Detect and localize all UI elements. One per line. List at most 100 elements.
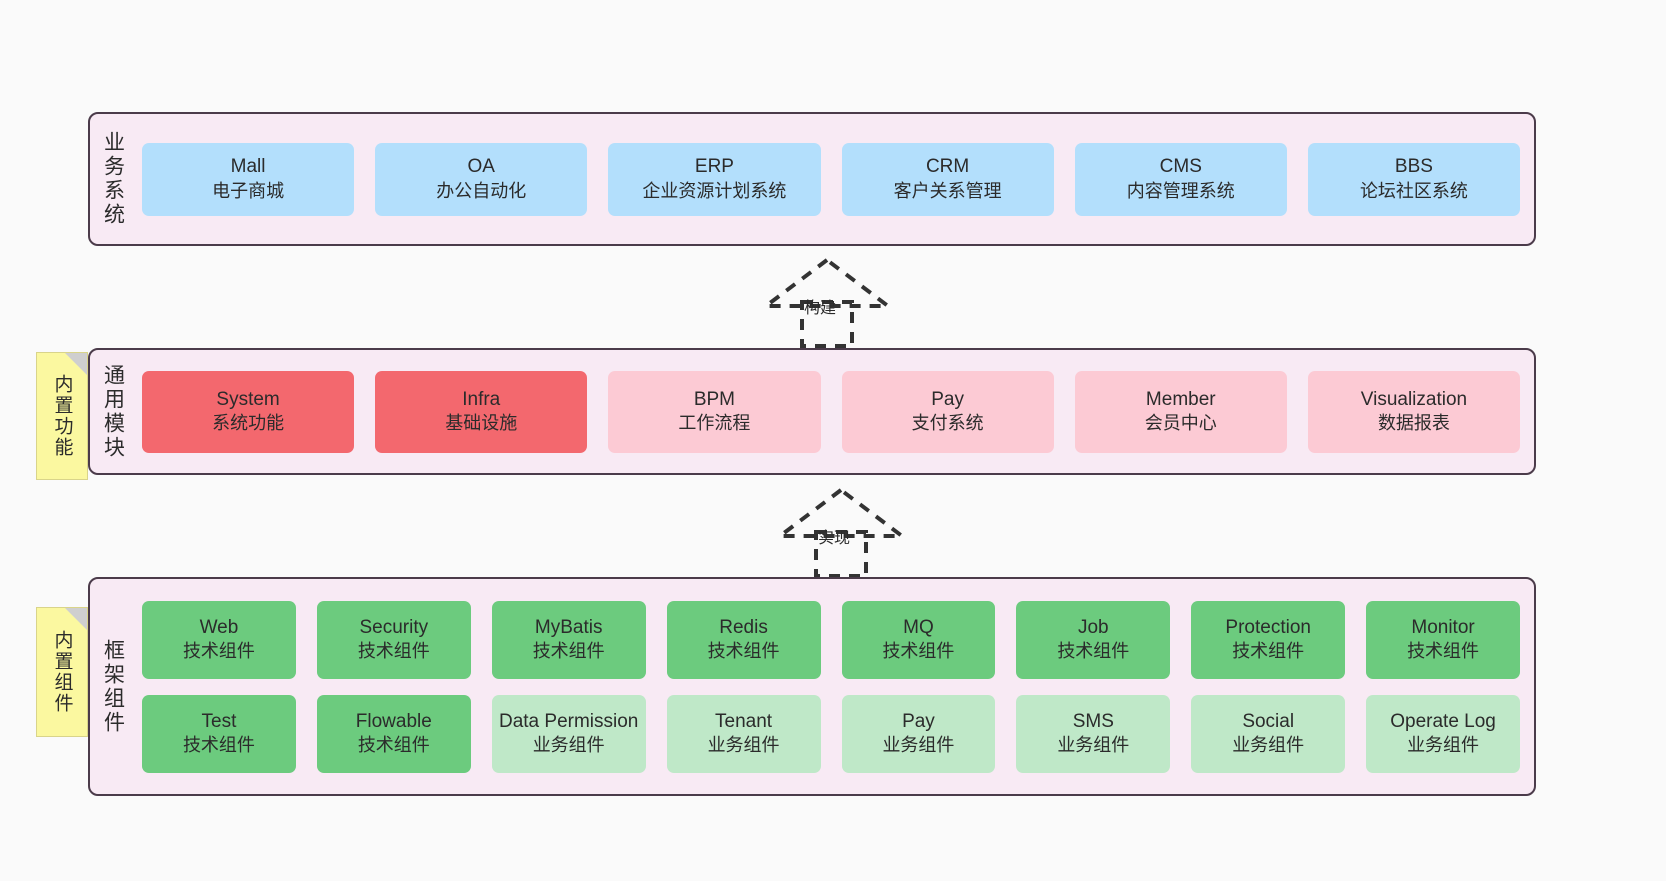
card-title: System	[216, 388, 280, 410]
card-security[interactable]: Security 技术组件	[316, 600, 471, 679]
layer-framework-components-body: Web 技术组件 Security 技术组件 MyBatis 技术组件 Redi…	[136, 579, 1534, 794]
card-subtitle: 办公自动化	[436, 180, 527, 201]
card-job[interactable]: Job 技术组件	[1016, 600, 1171, 679]
card-erp[interactable]: ERP 企业资源计划系统	[608, 142, 821, 216]
card-row: System 系统功能 Infra 基础设施 BPM 工作流程 Pay 支付系统…	[142, 370, 1521, 453]
card-title: Web	[199, 616, 239, 638]
card-subtitle: 技术组件	[357, 641, 430, 662]
layer-common-modules-body: System 系统功能 Infra 基础设施 BPM 工作流程 Pay 支付系统…	[136, 350, 1534, 473]
card-subtitle: 技术组件	[1232, 641, 1305, 662]
card-subtitle: 论坛社区系统	[1359, 180, 1468, 201]
card-subtitle: 客户关系管理	[893, 180, 1002, 201]
card-title: MQ	[903, 616, 934, 638]
card-title: MyBatis	[534, 616, 603, 638]
card-infra[interactable]: Infra 基础设施	[375, 370, 588, 453]
card-data-permission[interactable]: Data Permission 业务组件	[491, 694, 646, 773]
card-title: BPM	[693, 388, 736, 410]
sticky-note-label: 内置组件	[51, 630, 73, 714]
layer-common-modules-title: 通用模块	[101, 363, 125, 460]
card-mq[interactable]: MQ 技术组件	[841, 600, 996, 679]
card-mybatis[interactable]: MyBatis 技术组件	[491, 600, 646, 679]
card-subtitle: 技术组件	[532, 641, 605, 662]
card-subtitle: 企业资源计划系统	[642, 180, 787, 201]
card-title: Job	[1077, 616, 1109, 638]
card-title: Infra	[462, 388, 501, 410]
card-subtitle: 支付系统	[911, 413, 984, 434]
card-title: ERP	[694, 156, 734, 178]
layer-business-systems-title: 业务系统	[101, 131, 125, 227]
card-title: Protection	[1225, 616, 1311, 638]
card-title: Data Permission	[498, 710, 639, 732]
card-row: Mall 电子商城 OA 办公自动化 ERP 企业资源计划系统 CRM 客户关系…	[142, 142, 1521, 216]
arrow-implement-label: 实现	[818, 530, 851, 547]
card-sms[interactable]: SMS 业务组件	[1016, 694, 1171, 773]
card-visualization[interactable]: Visualization 数据报表	[1307, 370, 1521, 453]
card-title: CRM	[925, 156, 970, 178]
card-operate-log[interactable]: Operate Log 业务组件	[1366, 694, 1520, 773]
card-title: Pay	[931, 388, 964, 410]
card-subtitle: 会员中心	[1144, 413, 1217, 434]
folded-corner-icon	[65, 353, 87, 375]
card-title: Visualization	[1360, 388, 1468, 410]
card-bbs[interactable]: BBS 论坛社区系统	[1307, 142, 1521, 216]
card-row: Test 技术组件 Flowable 技术组件 Data Permission …	[142, 694, 1520, 773]
arrow-build: 构建	[752, 256, 912, 348]
card-cms[interactable]: CMS 内容管理系统	[1074, 142, 1287, 216]
card-subtitle: 技术组件	[357, 735, 430, 756]
layer-common-modules: 通用模块 System 系统功能 Infra 基础设施 BPM 工作流程 Pay…	[88, 348, 1536, 475]
card-system[interactable]: System 系统功能	[142, 370, 355, 453]
card-title: SMS	[1072, 710, 1114, 732]
card-title: Test	[201, 710, 237, 732]
card-subtitle: 数据报表	[1377, 413, 1450, 434]
card-subtitle: 技术组件	[1057, 641, 1130, 662]
card-protection[interactable]: Protection 技术组件	[1191, 600, 1346, 679]
card-subtitle: 业务组件	[1407, 735, 1480, 756]
card-title: Operate Log	[1390, 710, 1496, 732]
arrow-build-label: 构建	[804, 300, 837, 317]
card-title: Social	[1242, 710, 1295, 732]
card-title: Pay	[902, 710, 935, 732]
card-test[interactable]: Test 技术组件	[142, 694, 296, 773]
card-subtitle: 业务组件	[1057, 735, 1130, 756]
card-subtitle: 技术组件	[182, 735, 255, 756]
layer-business-systems: 业务系统 Mall 电子商城 OA 办公自动化 ERP 企业资源计划系统 CRM…	[88, 112, 1536, 246]
card-flowable[interactable]: Flowable 技术组件	[316, 694, 471, 773]
card-subtitle: 工作流程	[678, 413, 751, 434]
sticky-note-builtin-features: 内置功能	[36, 352, 88, 480]
layer-business-systems-body: Mall 电子商城 OA 办公自动化 ERP 企业资源计划系统 CRM 客户关系…	[136, 114, 1534, 244]
sticky-note-label: 内置功能	[51, 374, 73, 458]
layer-framework-components: 框架组件 Web 技术组件 Security 技术组件 MyBatis 技术组件…	[88, 577, 1536, 796]
card-subtitle: 电子商城	[212, 180, 285, 201]
card-subtitle: 基础设施	[445, 413, 518, 434]
card-title: Monitor	[1411, 616, 1475, 638]
card-title: OA	[467, 156, 495, 178]
card-title: Mall	[230, 156, 266, 178]
card-subtitle: 技术组件	[182, 641, 255, 662]
card-subtitle: 技术组件	[1407, 641, 1480, 662]
card-subtitle: 技术组件	[882, 641, 955, 662]
card-member[interactable]: Member 会员中心	[1074, 370, 1287, 453]
card-web[interactable]: Web 技术组件	[142, 600, 296, 679]
arrow-implement: 实现	[766, 486, 926, 578]
card-mall[interactable]: Mall 电子商城	[142, 142, 355, 216]
card-title: Tenant	[715, 710, 773, 732]
card-row: Web 技术组件 Security 技术组件 MyBatis 技术组件 Redi…	[142, 600, 1520, 679]
card-subtitle: 业务组件	[882, 735, 955, 756]
card-pay[interactable]: Pay 支付系统	[841, 370, 1054, 453]
card-subtitle: 技术组件	[707, 641, 780, 662]
card-redis[interactable]: Redis 技术组件	[666, 600, 821, 679]
card-social[interactable]: Social 业务组件	[1191, 694, 1346, 773]
card-tenant[interactable]: Tenant 业务组件	[666, 694, 821, 773]
card-monitor[interactable]: Monitor 技术组件	[1366, 600, 1520, 679]
card-pay-business[interactable]: Pay 业务组件	[841, 694, 996, 773]
card-bpm[interactable]: BPM 工作流程	[608, 370, 821, 453]
card-title: Redis	[719, 616, 768, 638]
card-crm[interactable]: CRM 客户关系管理	[841, 142, 1054, 216]
folded-corner-icon	[65, 608, 87, 630]
card-subtitle: 业务组件	[1232, 735, 1305, 756]
card-oa[interactable]: OA 办公自动化	[375, 142, 588, 216]
card-title: Security	[359, 616, 429, 638]
layer-framework-components-title: 框架组件	[101, 638, 125, 735]
card-title: CMS	[1159, 156, 1202, 178]
